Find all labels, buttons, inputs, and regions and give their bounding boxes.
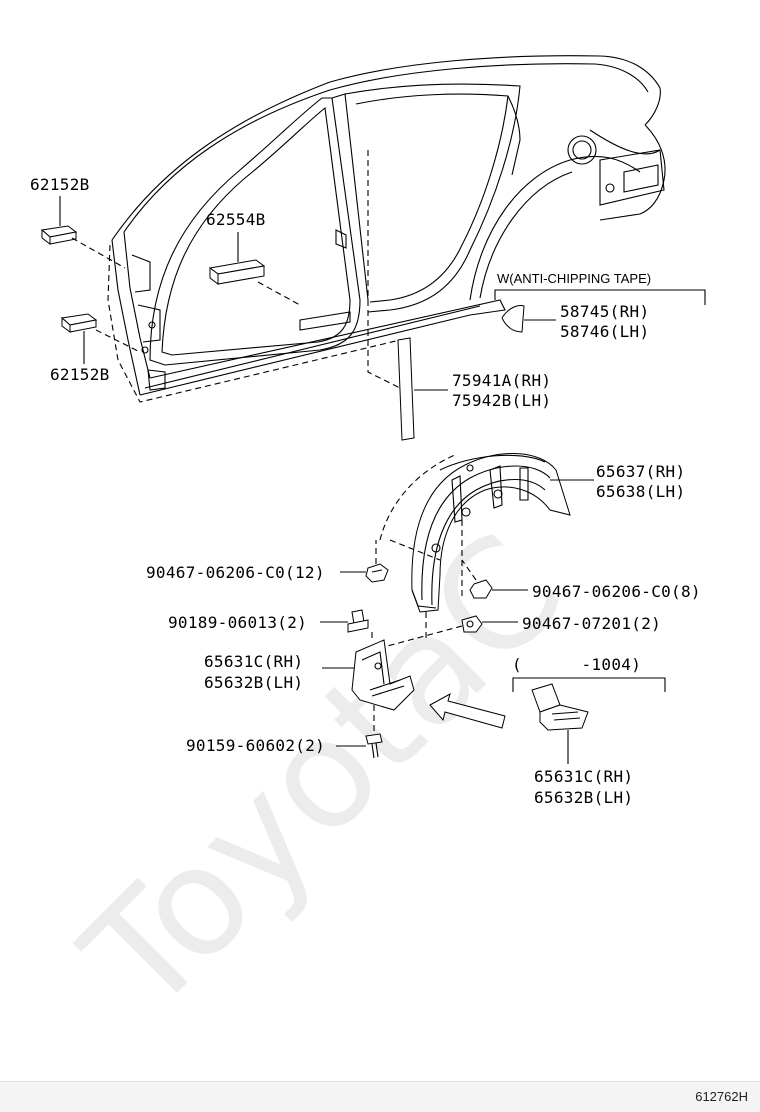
footer-band (0, 1081, 760, 1112)
callout-liner-rh: 65637(RH) (596, 462, 685, 481)
callout-guard-rh: 65631C(RH) (204, 652, 303, 671)
watermark: ToyotaC (52, 502, 596, 1046)
tape-note: W(ANTI-CHIPPING TAPE) (497, 271, 651, 286)
leader-clip-07201-dash (379, 625, 463, 649)
callout-liner-lh: 65638(LH) (596, 482, 685, 501)
bolt-90189 (347, 609, 369, 633)
leader-seal-lower-dash (95, 329, 141, 353)
callout-clip-12: 90467-06206-C0(12) (146, 563, 325, 582)
range-note: ( -1004) (512, 655, 641, 674)
clip-07201 (461, 615, 483, 633)
callout-tape-lh: 58746(LH) (560, 322, 649, 341)
fender-liner (379, 453, 571, 640)
mud-guard-bracket (351, 639, 415, 711)
tape-bracket (494, 289, 706, 305)
diagram-code: 612762H (695, 1089, 748, 1104)
callout-guard2-lh: 65632B(LH) (534, 788, 633, 807)
leader-molding-dash (367, 150, 401, 389)
callout-clip-8: 90467-06206-C0(8) (532, 582, 701, 601)
view-direction-arrow (429, 692, 506, 729)
leader-clip-8-dash (461, 559, 477, 581)
callout-guard-lh: 65632B(LH) (204, 673, 303, 692)
callout-seal-lower: 62152B (50, 365, 110, 384)
seal-block-door (208, 259, 266, 285)
callout-molding-rh: 75941A(RH) (452, 371, 551, 390)
leader-seal-upper-dash (71, 237, 126, 269)
pillar-molding (397, 337, 415, 441)
seal-block-upper (40, 225, 78, 245)
anti-chipping-tape (501, 305, 525, 333)
mud-guard-alt (531, 683, 589, 731)
push-clip-12 (365, 563, 389, 583)
callout-screw-90159: 90159-60602(2) (186, 736, 325, 755)
callout-guard2-rh: 65631C(RH) (534, 767, 633, 786)
seal-block-lower (60, 313, 98, 333)
callout-molding-lh: 75942B(LH) (452, 391, 551, 410)
leader-seal-door-dash (257, 281, 301, 306)
screw-90159 (365, 733, 383, 759)
callout-seal-upper: 62152B (30, 175, 90, 194)
range-bracket (512, 677, 666, 692)
callout-clip-07201: 90467-07201(2) (522, 614, 661, 633)
callout-tape-rh: 58745(RH) (560, 302, 649, 321)
callout-seal-door: 62554B (206, 210, 266, 229)
callout-bolt-90189: 90189-06013(2) (168, 613, 307, 632)
push-clip-8 (469, 579, 493, 599)
body-side-panel (107, 55, 666, 403)
